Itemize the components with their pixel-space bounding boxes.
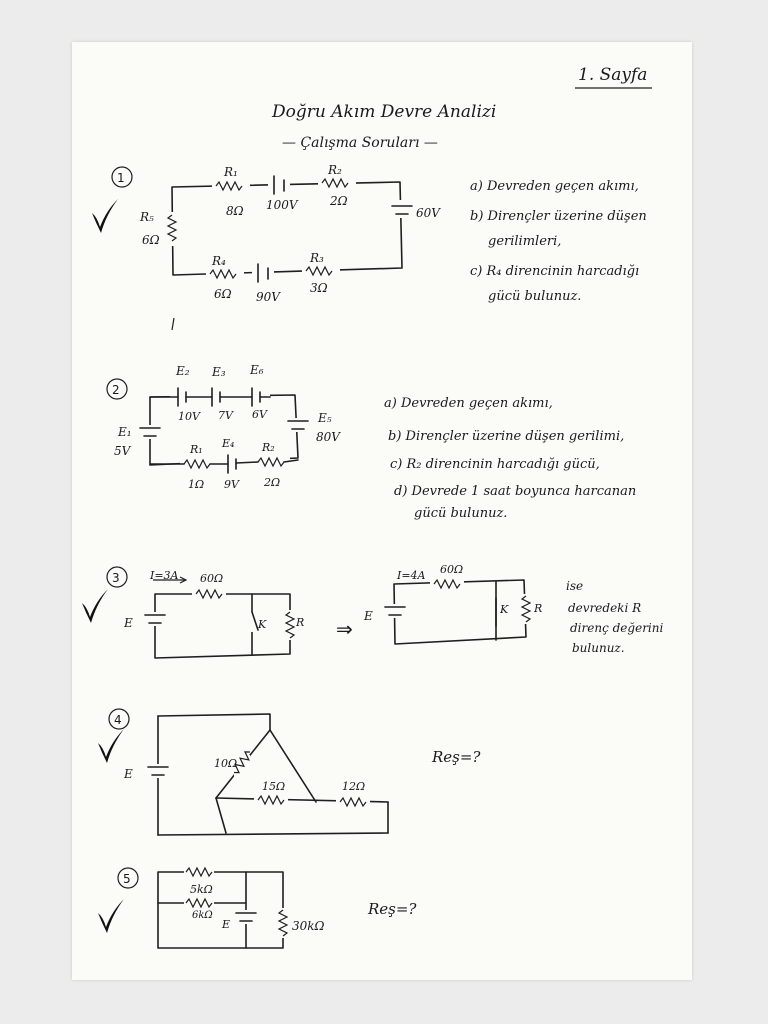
label-e3: E₃ [211, 365, 226, 379]
label-e: E [221, 918, 230, 931]
value-r1: 1Ω [188, 478, 204, 491]
circuit-3-right [384, 578, 532, 645]
question-number: 2 [112, 383, 120, 397]
question-5-text: Reş=? [367, 900, 417, 918]
value-r2: 2Ω [263, 476, 280, 489]
question-2: 2 [106, 363, 636, 521]
value-battery-bottom: 90V [256, 290, 281, 304]
q3-note-4: bulunuz. [572, 641, 625, 655]
question-number: 5 [123, 872, 131, 886]
question-number-circle [106, 566, 128, 588]
label-k: K [257, 618, 267, 631]
question-number-circle [111, 166, 133, 188]
value-e1: 5V [114, 444, 132, 458]
question-2d-cont: gücü bulunuz. [414, 506, 507, 521]
value-r2: 2Ω [329, 194, 348, 208]
left-resistor: 60Ω [200, 572, 223, 585]
q3-note-3: direnç değerini [570, 621, 663, 635]
value-r1: 8Ω [226, 204, 244, 218]
circuit-5 [157, 866, 289, 949]
question-5: 5 5kΩ 6kΩ E 30kΩ Reş=? [98, 866, 417, 949]
label-e2: E₂ [175, 364, 190, 378]
question-1b-cont: gerilimleri, [488, 234, 561, 249]
value-12: 12Ω [342, 780, 365, 793]
question-1c-cont: gücü bulunuz. [488, 289, 581, 304]
label-r: R [533, 602, 542, 615]
circuit-3-left [144, 576, 296, 659]
label-e5: E₅ [317, 411, 332, 425]
value-6k: 6kΩ [192, 910, 213, 921]
page-title: Doğru Akım Devre Analizi [271, 102, 496, 122]
question-2a: a) Devreden geçen akımı, [384, 396, 553, 411]
value-e2: 10V [178, 410, 201, 423]
q3-note-1: ise [566, 579, 583, 593]
question-4: 4 E 10Ω 15Ω 12Ω Reş=? [98, 708, 481, 836]
label-r3: R₃ [309, 251, 324, 265]
question-1c: c) R₄ direncinin harcadığı [470, 264, 639, 279]
value-15: 15Ω [262, 780, 285, 793]
value-10: 10Ω [214, 757, 237, 770]
checkmark-icon [92, 199, 118, 233]
question-2c: c) R₂ direncinin harcadığı gücü, [390, 457, 600, 472]
label-r1: R₁ [223, 165, 238, 179]
question-number-circle [117, 867, 139, 889]
paper-sheet [72, 42, 692, 980]
page-label: 1. Sayfa [575, 65, 652, 89]
right-resistor: 60Ω [440, 563, 463, 576]
value-e4: 9V [224, 478, 240, 491]
label-e6: E₆ [249, 363, 264, 377]
svg-text:1. Sayfa: 1. Sayfa [578, 65, 647, 85]
question-2d: d) Devrede 1 saat boyunca harcanan [394, 484, 636, 499]
question-3: 3 I=3A 60Ω E K R ⇒ [82, 563, 663, 659]
question-1: 1 R₁ 8Ω [92, 163, 647, 331]
question-number: 1 [117, 171, 125, 185]
checkmark-icon [98, 899, 124, 933]
value-r3: 3Ω [310, 281, 328, 295]
circuit-1 [166, 175, 413, 283]
label-r2: R₂ [327, 163, 342, 177]
switch-k [251, 611, 259, 631]
checkmark-icon [98, 729, 124, 763]
question-1b: b) Dirençler üzerine düşen [470, 209, 647, 224]
value-battery-top: 100V [266, 198, 299, 212]
value-e5: 80V [316, 430, 341, 444]
circuit-2 [139, 387, 309, 474]
q3-note-2: devredeki R [568, 601, 641, 615]
value-battery-right: 60V [416, 206, 441, 220]
left-current: I=3A [149, 569, 179, 582]
question-number-circle [108, 708, 130, 730]
label-e: E [123, 616, 133, 630]
question-number: 4 [114, 713, 122, 727]
right-current: I=4A [396, 569, 426, 582]
label-e: E [363, 609, 373, 623]
label-r5: R₅ [139, 210, 154, 224]
question-4-text: Reş=? [431, 748, 481, 766]
page-subtitle: — Çalışma Soruları — [282, 135, 438, 151]
value-5k: 5kΩ [190, 883, 213, 896]
label-r: R [295, 616, 304, 629]
question-1a: a) Devreden geçen akımı, [470, 179, 639, 194]
label-e: E [123, 767, 133, 781]
value-30k: 30kΩ [292, 919, 325, 933]
label-r2: R₂ [261, 441, 275, 454]
value-r5: 6Ω [142, 233, 160, 247]
value-e3: 7V [218, 409, 234, 422]
arrow-icon: ⇒ [336, 617, 353, 641]
circuit-4 [147, 713, 389, 836]
value-r4: 6Ω [214, 287, 232, 301]
question-number: 3 [112, 571, 120, 585]
label-k: K [499, 603, 509, 616]
label-r4: R₄ [211, 254, 226, 268]
question-number-circle [106, 378, 128, 400]
checkmark-icon [82, 589, 108, 623]
label-r1: R₁ [189, 443, 203, 456]
label-e4: E₄ [221, 437, 234, 450]
question-2b: b) Dirençler üzerine düşen gerilimi, [388, 429, 624, 444]
value-e6: 6V [252, 408, 268, 421]
label-e1: E₁ [117, 425, 132, 439]
